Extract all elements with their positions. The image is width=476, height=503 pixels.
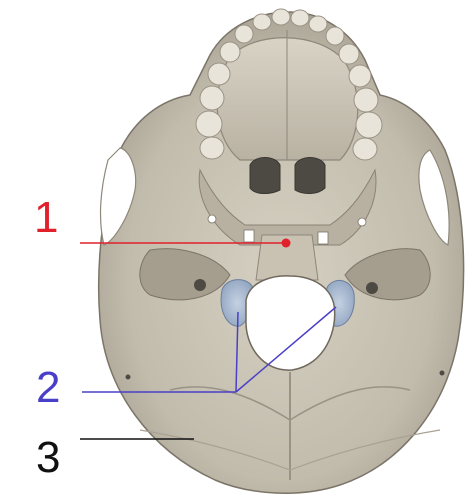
right-foramen-lacerum bbox=[318, 232, 328, 244]
right-jugular-foramen bbox=[366, 282, 378, 294]
left-foramen-ovale bbox=[208, 215, 216, 223]
callout-2-number: 2 bbox=[36, 363, 60, 412]
callout-1-number: 1 bbox=[34, 193, 58, 242]
left-choana bbox=[250, 158, 280, 194]
left-foramen-lacerum bbox=[244, 230, 254, 242]
right-foramen-ovale bbox=[358, 218, 366, 226]
right-choana bbox=[295, 158, 325, 194]
callout-3-number: 3 bbox=[36, 433, 60, 482]
callout-1-pointer-dot bbox=[282, 239, 291, 248]
skull-base-illustration bbox=[99, 9, 464, 493]
mastoid-foramen-left bbox=[126, 375, 131, 380]
left-jugular-foramen bbox=[194, 279, 206, 291]
mastoid-foramen-right bbox=[440, 371, 445, 376]
